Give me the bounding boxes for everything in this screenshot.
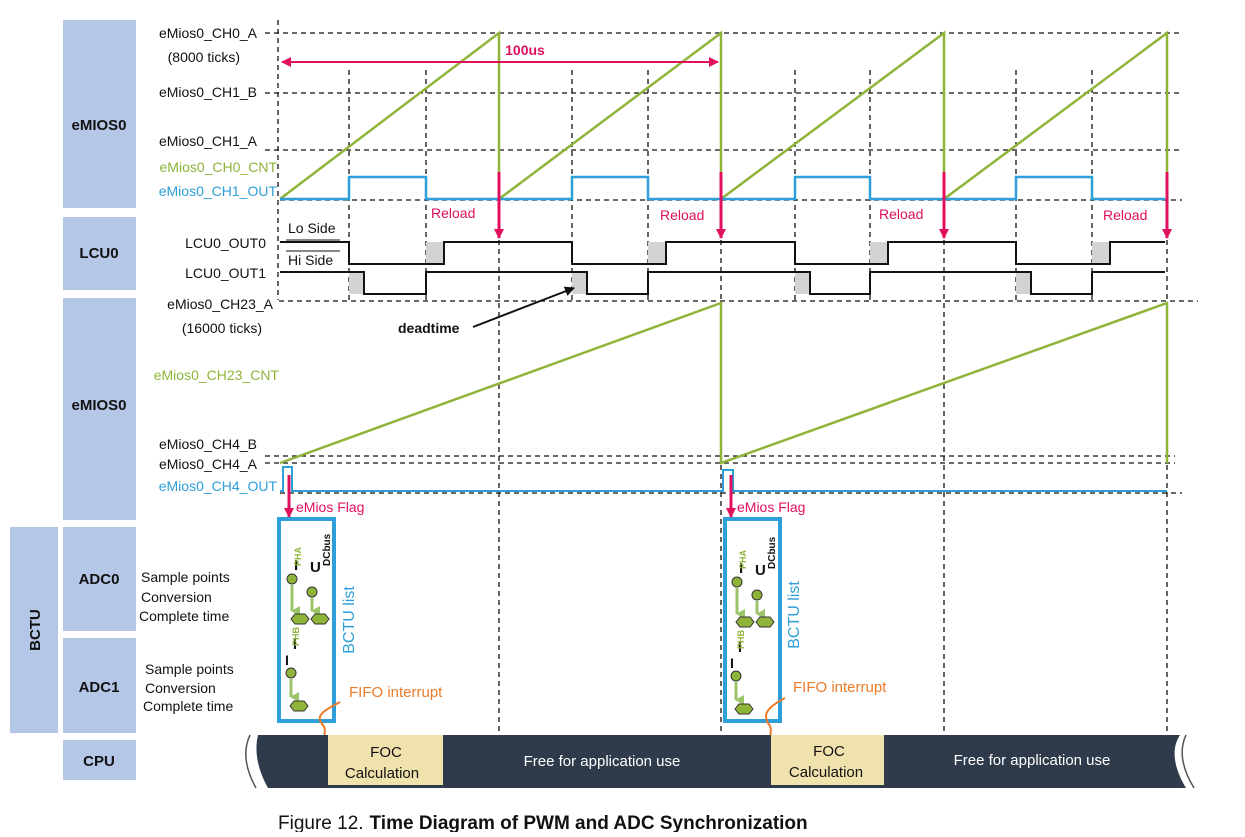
i-pha-sub-2: PHA [738,549,748,569]
lcu0-label: LCU0 [79,245,118,262]
i-ph1-label-2: I [730,655,734,671]
lcu-out0-waveform [280,241,1165,265]
reload-arrows [494,172,1172,239]
lo-side-label: Lo Side [288,220,336,236]
adc1-complete-time: Complete time [143,698,233,714]
ch0-counter-waveform [279,30,1169,202]
i-phb-sub-2: PHB [736,629,746,649]
ch1-b-label: eMios0_CH1_B [159,84,257,100]
ch1-out-label: eMios0_CH1_OUT [159,183,278,199]
i-pha-label-2: I [739,560,743,577]
u-dcbus-sub: DCbus [322,533,333,566]
adc1-sample-points: Sample points [145,661,234,677]
adc1-conversion: Conversion [145,680,216,696]
emios0-top-label: eMIOS0 [71,117,126,134]
free-label-2: Free for application use [954,752,1111,769]
foc-line1-2: FOC [813,743,845,760]
reload-label-2: Reload [660,207,704,223]
deadtime-label: deadtime [398,320,460,336]
u-dcbus-label: U [310,559,321,576]
ch4-output-waveform [280,466,1167,492]
bctu-list-label-2: BCTU list [786,581,803,649]
caption-title: Time Diagram of PWM and ADC Synchronizat… [370,813,808,832]
hi-side-label: Hi Side [288,252,333,268]
foc-block-2 [771,735,884,785]
ch23-a-label: eMios0_CH23_A [167,296,273,312]
i-ph1-label: I [285,652,289,668]
adc0-block [63,527,136,631]
cpu-timeline [244,734,1195,789]
foc-block-1 [328,735,443,785]
i-pha-sub: PHA [293,546,303,566]
foc-line2-1: Calculation [345,765,419,782]
fifo-interrupt-label-1: FIFO interrupt [349,684,443,701]
ch0-a-label: eMios0_CH0_A [159,25,258,41]
ch23-counter-waveform [279,301,1169,465]
ch4-a-label: eMios0_CH4_A [159,456,258,472]
reload-label-3: Reload [879,206,923,222]
emios0-top-block [63,20,136,208]
foc-line1-1: FOC [370,744,402,761]
bctu-block [10,527,58,733]
ch0-cnt-label: eMios0_CH0_CNT [160,159,278,175]
emios-flag-label-1: eMios Flag [296,499,364,515]
free-label-1: Free for application use [524,753,681,770]
figure-caption: Figure 12. Time Diagram of PWM and ADC Sy… [278,813,808,832]
adc0-label: ADC0 [79,571,120,588]
cpu-block [63,740,136,780]
signal-labels: eMios0_CH0_A (8000 ticks) eMios0_CH1_B e… [139,25,336,714]
bctu-list-1: I PHA U DCbus I PHB I [277,517,336,723]
bctu-list-label-1: BCTU list [341,586,358,654]
ch1-a-label: eMios0_CH1_A [159,133,258,149]
i-phb-sub: PHB [291,626,301,646]
i-pha-label: I [294,557,298,574]
foc-line2-2: Calculation [789,764,863,781]
ch4-b-label: eMios0_CH4_B [159,436,257,452]
period-label: 100us [505,42,545,58]
i-phb-label-2: I [738,639,742,655]
reload-label-1: Reload [431,205,475,221]
vertical-reference-lines [277,20,1168,740]
lcu-out0-label: LCU0_OUT0 [185,235,266,251]
emios0-bottom-label: eMIOS0 [71,397,126,414]
emios0-bottom-block [63,298,136,520]
adc1-block [63,638,136,733]
lcu0-block [63,217,136,290]
u-dcbus-sub-2: DCbus [767,536,778,569]
u-dcbus-label-2: U [755,562,766,579]
bctu-label: BCTU [27,609,44,651]
reload-label-4: Reload [1103,207,1147,223]
deadtime-shading [349,242,1110,294]
caption-prefix: Figure 12. [278,813,364,832]
adc0-conversion: Conversion [141,589,212,605]
cpu-label: CPU [83,753,115,770]
adc1-label: ADC1 [79,679,120,696]
block-labels: eMIOS0 LCU0 eMIOS0 BCTU ADC0 ADC1 CPU [10,20,136,780]
i-phb-label: I [293,636,297,652]
ch23-cnt-label: eMios0_CH23_CNT [154,367,280,383]
adc0-sample-points: Sample points [141,569,230,585]
emios-flag-label-2: eMios Flag [737,499,805,515]
fifo-interrupt-label-2: FIFO interrupt [793,679,887,696]
ch4-out-label: eMios0_CH4_OUT [159,478,278,494]
bctu-list-2: I PHA U DCbus I PHB I [723,517,782,723]
ch23-ticks-label: (16000 ticks) [182,320,262,336]
adc0-complete-time: Complete time [139,608,229,624]
ch0-a-ticks-label: (8000 ticks) [168,49,240,65]
lcu-out1-label: LCU0_OUT1 [185,265,266,281]
lcu-out1-waveform [280,271,1165,295]
deadtime-arrow [472,286,575,328]
